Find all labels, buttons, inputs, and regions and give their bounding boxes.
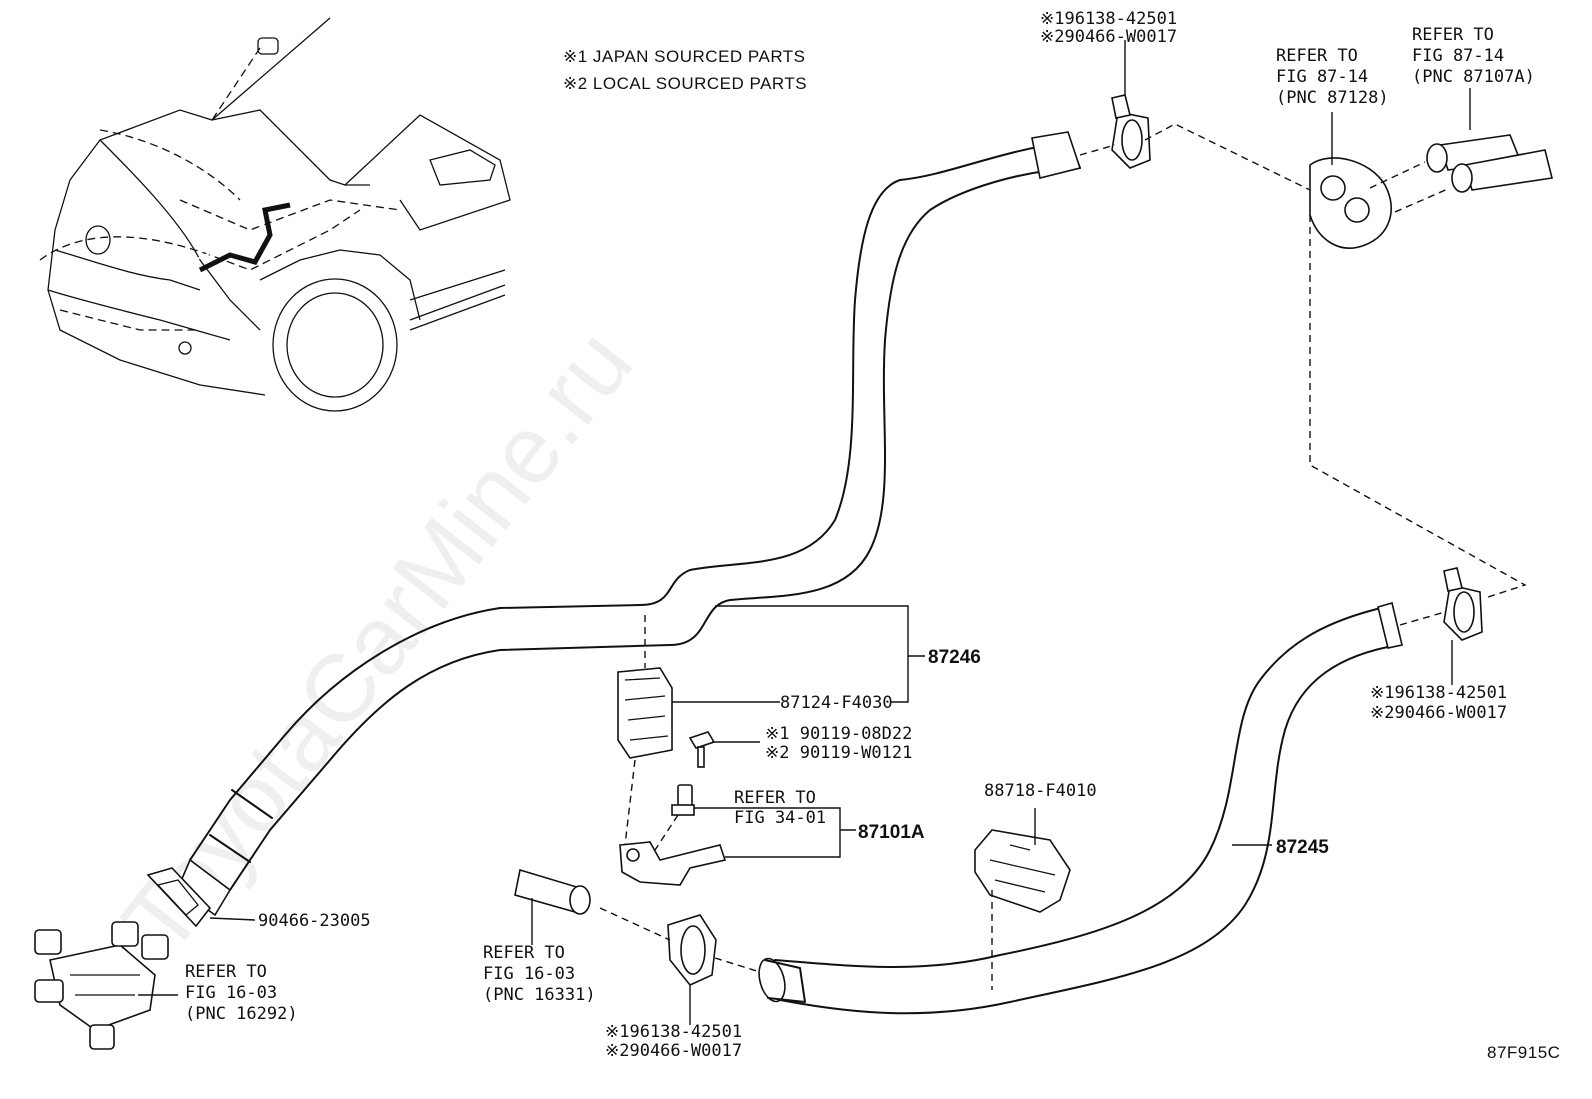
ref-pipes-line2: FIG 87-14 [1412, 46, 1504, 66]
pipe-end [514, 868, 591, 915]
bolt [688, 731, 716, 768]
car-illustration [39, 17, 511, 412]
bolt2-label: ※2 90119-W0121 [765, 743, 912, 763]
ref-sensor-line2: FIG 34-01 [734, 808, 826, 828]
bolt1-label: ※1 90119-08D22 [765, 724, 912, 744]
valve-assy-label: 87101A [858, 822, 925, 843]
ref-valve-line1: REFER TO [185, 962, 267, 982]
bracket [617, 667, 673, 759]
note-local-sourced: ※2 LOCAL SOURCED PARTS [563, 74, 807, 93]
ref-grommet-line1: REFER TO [1276, 46, 1358, 66]
guide-lines [599, 123, 1527, 990]
hose-lower [758, 602, 1403, 1015]
ref-pipes-line1: REFER TO [1412, 25, 1494, 45]
ref-sensor-line1: REFER TO [734, 788, 816, 808]
clamp-right-part2: ※290466-W0017 [1370, 703, 1507, 723]
clamp-top-part2: ※290466-W0017 [1040, 27, 1177, 47]
ref-pipe-end-line2: FIG 16-03 [483, 964, 575, 984]
ref-valve-line3: (PNC 16292) [185, 1004, 298, 1024]
clamp-top [1111, 94, 1151, 169]
diagram-code: 87F915C [1487, 1043, 1560, 1062]
clamp-bottom [667, 914, 717, 986]
clamp-right-part1: ※196138-42501 [1370, 683, 1507, 703]
hose-lower-label: 87245 [1276, 837, 1329, 858]
hose-upper [177, 131, 1082, 917]
water-valve [34, 921, 169, 1050]
clamp-bottom-part1: ※196138-42501 [605, 1022, 742, 1042]
clip [974, 829, 1071, 913]
ref-pipes-line3: (PNC 87107A) [1412, 67, 1535, 87]
clamp-right [1443, 567, 1483, 641]
ref-pipe-end-line1: REFER TO [483, 943, 565, 963]
sensor [671, 784, 695, 816]
clamp-top-part1: ※196138-42501 [1040, 9, 1177, 29]
hose-upper-label: 87246 [928, 647, 981, 668]
ref-grommet-line2: FIG 87-14 [1276, 67, 1368, 87]
leader-lines [138, 40, 1471, 1025]
grommet [1309, 157, 1392, 249]
bracket-label: 87124-F4030 [780, 693, 893, 713]
band [146, 867, 212, 928]
ref-grommet-line3: (PNC 87128) [1276, 88, 1389, 108]
band-label: 90466-23005 [258, 911, 371, 931]
ref-valve-line2: FIG 16-03 [185, 983, 277, 1003]
note-japan-sourced: ※1 JAPAN SOURCED PARTS [563, 47, 806, 66]
ref-pipe-end-line3: (PNC 16331) [483, 985, 596, 1005]
clip-label: 88718-F4010 [984, 781, 1097, 801]
pipes [1426, 134, 1553, 193]
valve-bracket [619, 841, 727, 886]
clamp-bottom-part2: ※290466-W0017 [605, 1041, 742, 1061]
